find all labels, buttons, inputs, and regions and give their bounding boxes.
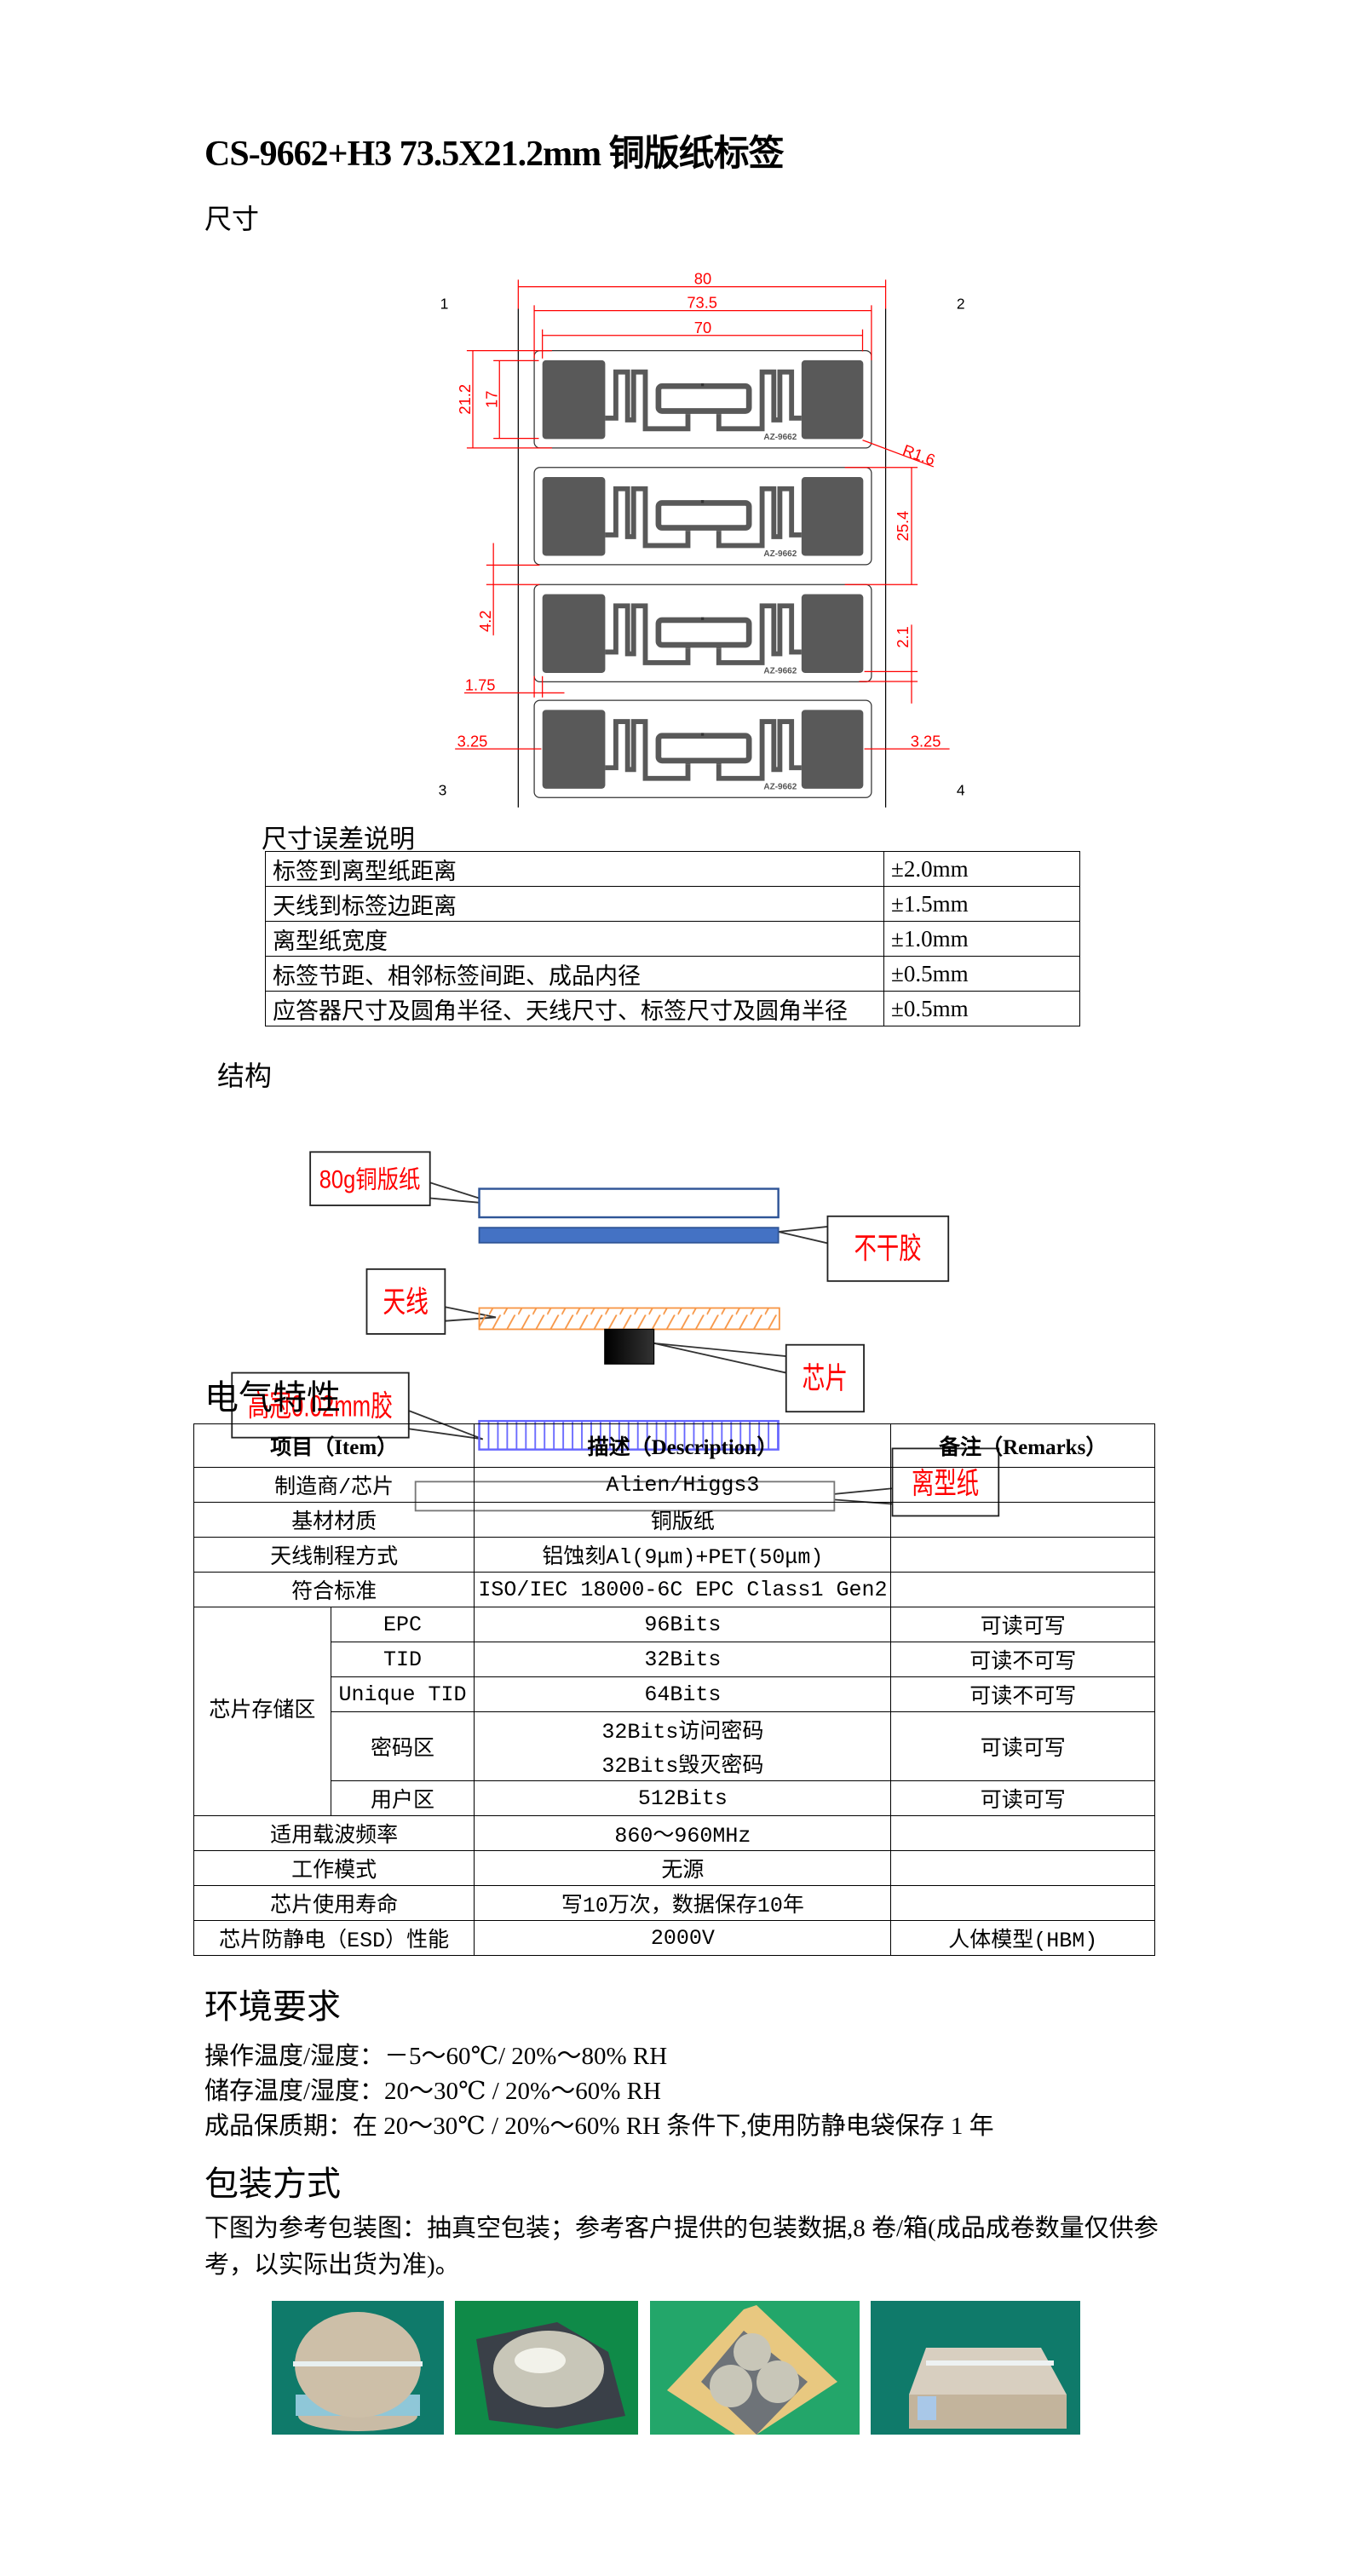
corner-label: 3 <box>439 781 447 798</box>
dim-17: 17 <box>482 391 500 408</box>
callout-box <box>309 1151 431 1206</box>
photo-reel <box>272 2301 444 2435</box>
table-header-row: 项目（Item） 描述（Description） 备注（Remarks） <box>193 1423 1155 1468</box>
photo-sealed-carton <box>871 2301 1080 2435</box>
table-row: 芯片使用寿命写10万次，数据保存10年 <box>193 1885 1155 1921</box>
inlay-marking: AZ-9662 <box>763 433 797 442</box>
electrical-heading: 电气特性 <box>204 1379 341 1417</box>
label-outline <box>534 468 872 565</box>
dim-70: 70 <box>694 319 711 336</box>
label-chip: 芯片 <box>803 1362 849 1395</box>
table-row: 离型纸宽度±1.0mm <box>265 921 1080 957</box>
callout-box <box>826 1215 950 1282</box>
table-row: 标签节距、相邻标签间距、成品内径±0.5mm <box>265 956 1080 992</box>
label-outline <box>534 584 872 681</box>
table-row: 天线到标签边距离±1.5mm <box>265 886 1080 922</box>
photo-open-box <box>650 2301 860 2435</box>
dim-25-4: 25.4 <box>894 511 912 542</box>
antenna-layer <box>478 1307 780 1331</box>
dimension-drawing: 1 2 3 4 AZ-9662 AZ-9662 AZ-9662 AZ-9662 … <box>439 269 965 808</box>
dim-73-5: 73.5 <box>687 294 717 312</box>
table-row: 应答器尺寸及圆角半径、天线尺寸、标签尺寸及圆角半径±0.5mm <box>265 991 1080 1026</box>
dim-80: 80 <box>694 269 711 287</box>
table-row: 天线制程方式铝蚀刻Al(9μm)+PET(50μm) <box>193 1537 1155 1573</box>
dim-2-1: 2.1 <box>894 626 912 647</box>
corner-label: 2 <box>957 296 965 313</box>
table-row: 基材材质铜版纸 <box>193 1502 1155 1538</box>
column-header: 描述（Description） <box>474 1423 892 1468</box>
column-header: 备注（Remarks） <box>890 1423 1155 1468</box>
operating-conditions: 操作温度/湿度：－5～60℃/ 20%～80% RH <box>204 2043 668 2070</box>
corner-labels: 1 2 3 4 <box>439 296 965 799</box>
coated-paper-layer <box>478 1187 780 1219</box>
photo-vacuum-bag <box>455 2301 638 2435</box>
dimension-labels: 80 73.5 70 21.2 17 R1.6 25.4 4.2 2.1 1.7… <box>456 269 941 750</box>
storage-conditions: 储存温度/湿度：20～30℃ / 20%～60% RH <box>204 2078 661 2105</box>
corner-label: 1 <box>440 296 449 313</box>
dim-3-25-left: 3.25 <box>457 732 488 750</box>
packaging-description: 下图为参考包装图：抽真空包装；参考客户提供的包装数据,8 卷/箱(成品成卷数量仅… <box>204 2215 1159 2279</box>
inlay-marking: AZ-9662 <box>763 666 797 676</box>
column-header: 项目（Item） <box>193 1423 475 1468</box>
electrical-spec-table: 项目（Item） 描述（Description） 备注（Remarks） 制造商… <box>193 1423 1155 1956</box>
label-adhesive: 不干胶 <box>854 1233 921 1266</box>
environment-heading: 环境要求 <box>204 1988 341 2026</box>
label-glue: 高冠0.02mm胶 <box>248 1390 393 1423</box>
packaging-heading: 包装方式 <box>204 2165 341 2203</box>
label-coated-paper: 80g铜版纸 <box>319 1165 421 1193</box>
tolerance-table: 标签到离型纸距离±2.0mm 天线到标签边距离±1.5mm 离型纸宽度±1.0m… <box>265 851 1080 1026</box>
memory-group-label: 芯片存储区 <box>193 1607 331 1816</box>
structure-diagram: 80g铜版纸 不干胶 天线 芯片 高冠0.02mm胶 离型纸 <box>231 1151 1000 1517</box>
dim-21-2: 21.2 <box>456 384 474 415</box>
shelf-life: 成品保质期：在 20～30℃ / 20%～60% RH 条件下,使用防静电袋保存… <box>204 2113 994 2140</box>
table-row: 标签到离型纸距离±2.0mm <box>265 851 1080 887</box>
structure-heading: 结构 <box>217 1061 273 1091</box>
dim-1-75: 1.75 <box>465 676 496 693</box>
tolerance-caption: 尺寸误差说明 <box>262 825 415 854</box>
label-outline <box>534 351 872 448</box>
document-title: CS-9662+H3 73.5X21.2mm 铜版纸标签 <box>204 135 785 174</box>
dim-4-2: 4.2 <box>476 610 494 631</box>
size-heading: 尺寸 <box>204 204 260 234</box>
adhesive-layer <box>478 1227 780 1244</box>
inlay-marking: AZ-9662 <box>763 549 797 559</box>
corner-label: 4 <box>957 781 965 798</box>
inlay-marking: AZ-9662 <box>763 782 797 791</box>
dim-r1-6: R1.6 <box>900 440 938 469</box>
table-row: 工作模式无源 <box>193 1850 1155 1886</box>
callout-box <box>785 1343 865 1413</box>
dim-3-25-right: 3.25 <box>911 732 941 750</box>
dimension-lines <box>455 279 950 750</box>
chip <box>604 1328 655 1365</box>
callout-box <box>365 1268 446 1335</box>
label-outline <box>534 700 872 797</box>
label-antenna: 天线 <box>383 1285 429 1319</box>
